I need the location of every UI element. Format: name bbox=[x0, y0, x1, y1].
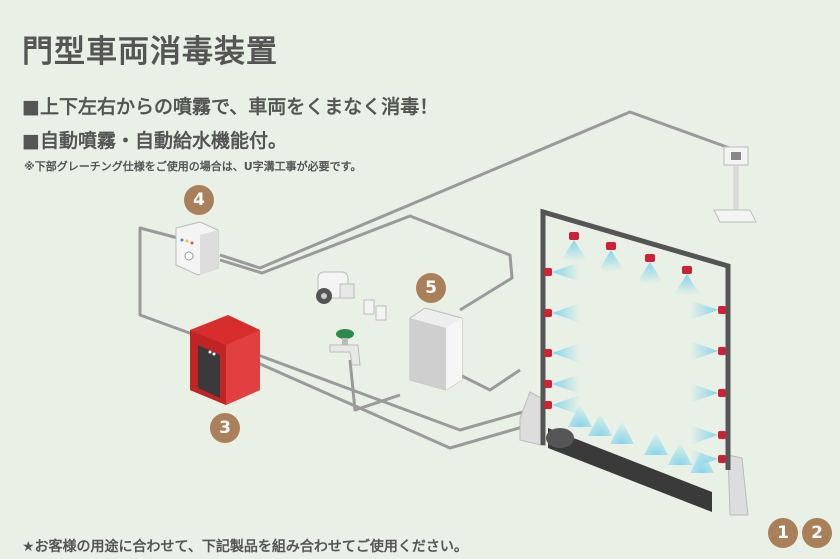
spray-nozzles bbox=[544, 232, 726, 473]
badge-4: 4 bbox=[184, 185, 214, 215]
badge-5: 5 bbox=[416, 273, 446, 303]
spray-gate-frame bbox=[540, 208, 731, 470]
feature-bullet-auto: ■自動噴霧・自動給水機能付。 bbox=[22, 130, 287, 152]
feature-bullet-spray: ■上下左右からの噴霧で、車両をくまなく消毒！ bbox=[22, 96, 439, 118]
pump-unit-icon bbox=[190, 315, 260, 405]
water-faucet-icon bbox=[329, 329, 361, 366]
badge-3: 3 bbox=[210, 413, 240, 443]
page-title: 門型車両消毒装置 bbox=[22, 34, 278, 70]
compressor-icon bbox=[316, 271, 355, 304]
badge-1: 1 bbox=[768, 518, 798, 548]
filter-regulator-icon bbox=[363, 299, 387, 321]
control-panel-icon bbox=[175, 221, 219, 276]
water-tank-icon bbox=[409, 307, 463, 391]
usage-footer: ★お客様の用途に合わせて、下記製品を組み合わせてご使用ください。 bbox=[22, 539, 468, 555]
grating-note: ※下部グレーチング仕様をご使用の場合は、U字溝工事が必要です。 bbox=[24, 160, 362, 173]
badge-2: 2 bbox=[802, 518, 832, 548]
ground-ramp bbox=[519, 391, 749, 516]
sensor-stand-icon bbox=[713, 146, 757, 223]
